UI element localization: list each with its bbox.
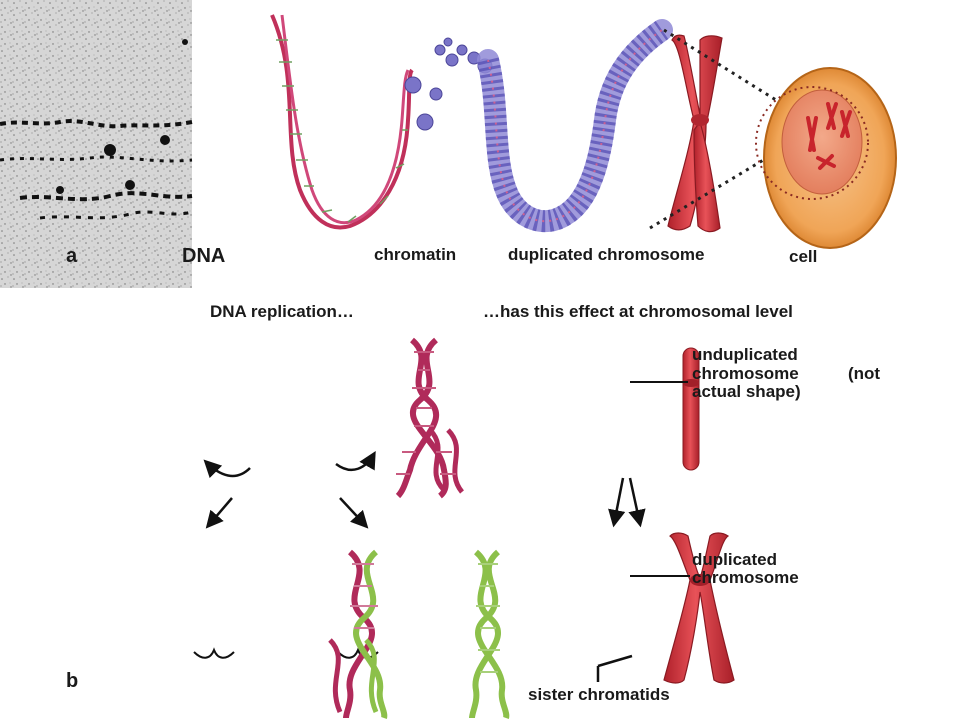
duplicated-label-line1: duplicated xyxy=(692,550,778,569)
unduplicated-label-line2: chromosome xyxy=(692,364,799,383)
unduplicated-label-line1: unduplicated xyxy=(692,345,798,364)
dna-replication-heading: DNA replication… xyxy=(210,302,354,321)
dna-helix xyxy=(270,14,414,230)
unduplicated-chromosome xyxy=(630,347,700,471)
chromosomal-effect-heading: …has this effect at chromosomal level xyxy=(483,302,793,321)
daughter-helix-2 xyxy=(469,549,510,719)
electron-micrograph xyxy=(0,0,193,288)
cell-illustration xyxy=(755,67,897,249)
duplicated-chromosome xyxy=(630,532,735,684)
panel-a-letter: a xyxy=(66,245,78,267)
unduplicated-note-line2: actual shape) xyxy=(692,382,801,401)
sister-chromatids-label: sister chromatids xyxy=(528,685,670,704)
daughter-helix-1 xyxy=(328,549,388,719)
panel-b-letter: b xyxy=(66,670,79,692)
dna-label: DNA xyxy=(182,245,226,267)
cell-label: cell xyxy=(789,247,818,266)
duplicated-label-line2: chromosome xyxy=(692,568,799,587)
chromatin-label: chromatin xyxy=(374,245,457,264)
zoom-lines xyxy=(649,28,781,230)
unduplicated-note-line1: (not xyxy=(848,364,881,383)
sister-chromatid-pointer xyxy=(596,654,633,682)
duplication-arrows xyxy=(608,477,646,528)
replication-arrows xyxy=(193,450,379,659)
nucleosome-beads xyxy=(404,37,493,131)
dna-unwinding-helix xyxy=(395,337,465,499)
duplicated-chromosome-label: duplicated chromosome xyxy=(508,245,705,264)
chromatin-fiber xyxy=(477,19,673,233)
chromosome-x-top xyxy=(667,34,723,233)
